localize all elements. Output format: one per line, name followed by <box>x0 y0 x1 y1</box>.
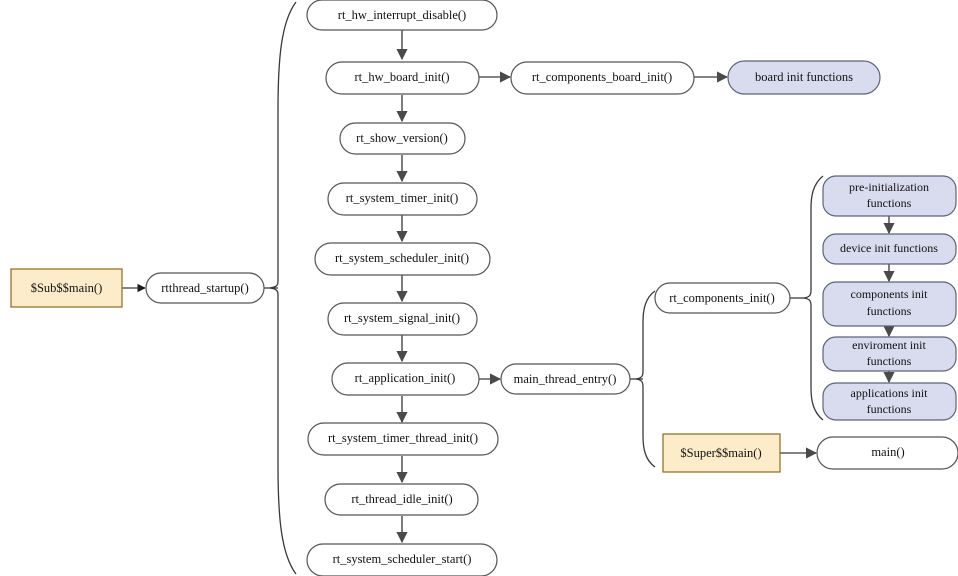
brace-layer <box>264 1 824 575</box>
node-rt-system-signal-init[interactable]: rt_system_signal_init() <box>327 302 478 336</box>
node-super-main[interactable]: $Super$$main() <box>662 433 781 473</box>
node-applications-init-functions[interactable]: applications init functions <box>822 382 957 421</box>
node-rt-show-version[interactable]: rt_show_version() <box>339 122 466 155</box>
node-pre-initialization-functions[interactable]: pre-initialization functions <box>822 175 957 217</box>
node-device-init-functions[interactable]: device init functions <box>822 233 957 265</box>
node-sub-main[interactable]: $Sub$$main() <box>10 268 123 308</box>
node-main[interactable]: main() <box>816 436 958 470</box>
node-rt-application-init[interactable]: rt_application_init() <box>331 362 480 396</box>
node-main-thread-entry[interactable]: main_thread_entry() <box>500 363 631 395</box>
node-rt-system-timer-init[interactable]: rt_system_timer_init() <box>327 182 478 216</box>
node-rtthread-startup[interactable]: rtthread_startup() <box>145 272 265 304</box>
node-rt-system-timer-thread-init[interactable]: rt_system_timer_thread_init() <box>307 422 499 456</box>
edge-layer <box>122 30 895 544</box>
node-components-init-functions[interactable]: components init functions <box>822 281 957 327</box>
brace-components-init <box>803 175 824 421</box>
node-rt-components-board-init[interactable]: rt_components_board_init() <box>510 61 695 95</box>
node-rt-system-scheduler-init[interactable]: rt_system_scheduler_init() <box>314 242 491 276</box>
node-board-init-functions[interactable]: board init functions <box>727 60 881 95</box>
node-rt-hw-interrupt-disable[interactable]: rt_hw_interrupt_disable() <box>306 0 498 31</box>
node-rt-system-scheduler-start[interactable]: rt_system_scheduler_start() <box>306 543 498 576</box>
node-rt-thread-idle-init[interactable]: rt_thread_idle_init() <box>324 483 479 516</box>
node-enviroment-init-functions[interactable]: enviroment init functions <box>822 336 957 372</box>
node-rt-components-init[interactable]: rt_components_init() <box>654 282 791 314</box>
node-rt-hw-board-init[interactable]: rt_hw_board_init() <box>325 61 480 95</box>
